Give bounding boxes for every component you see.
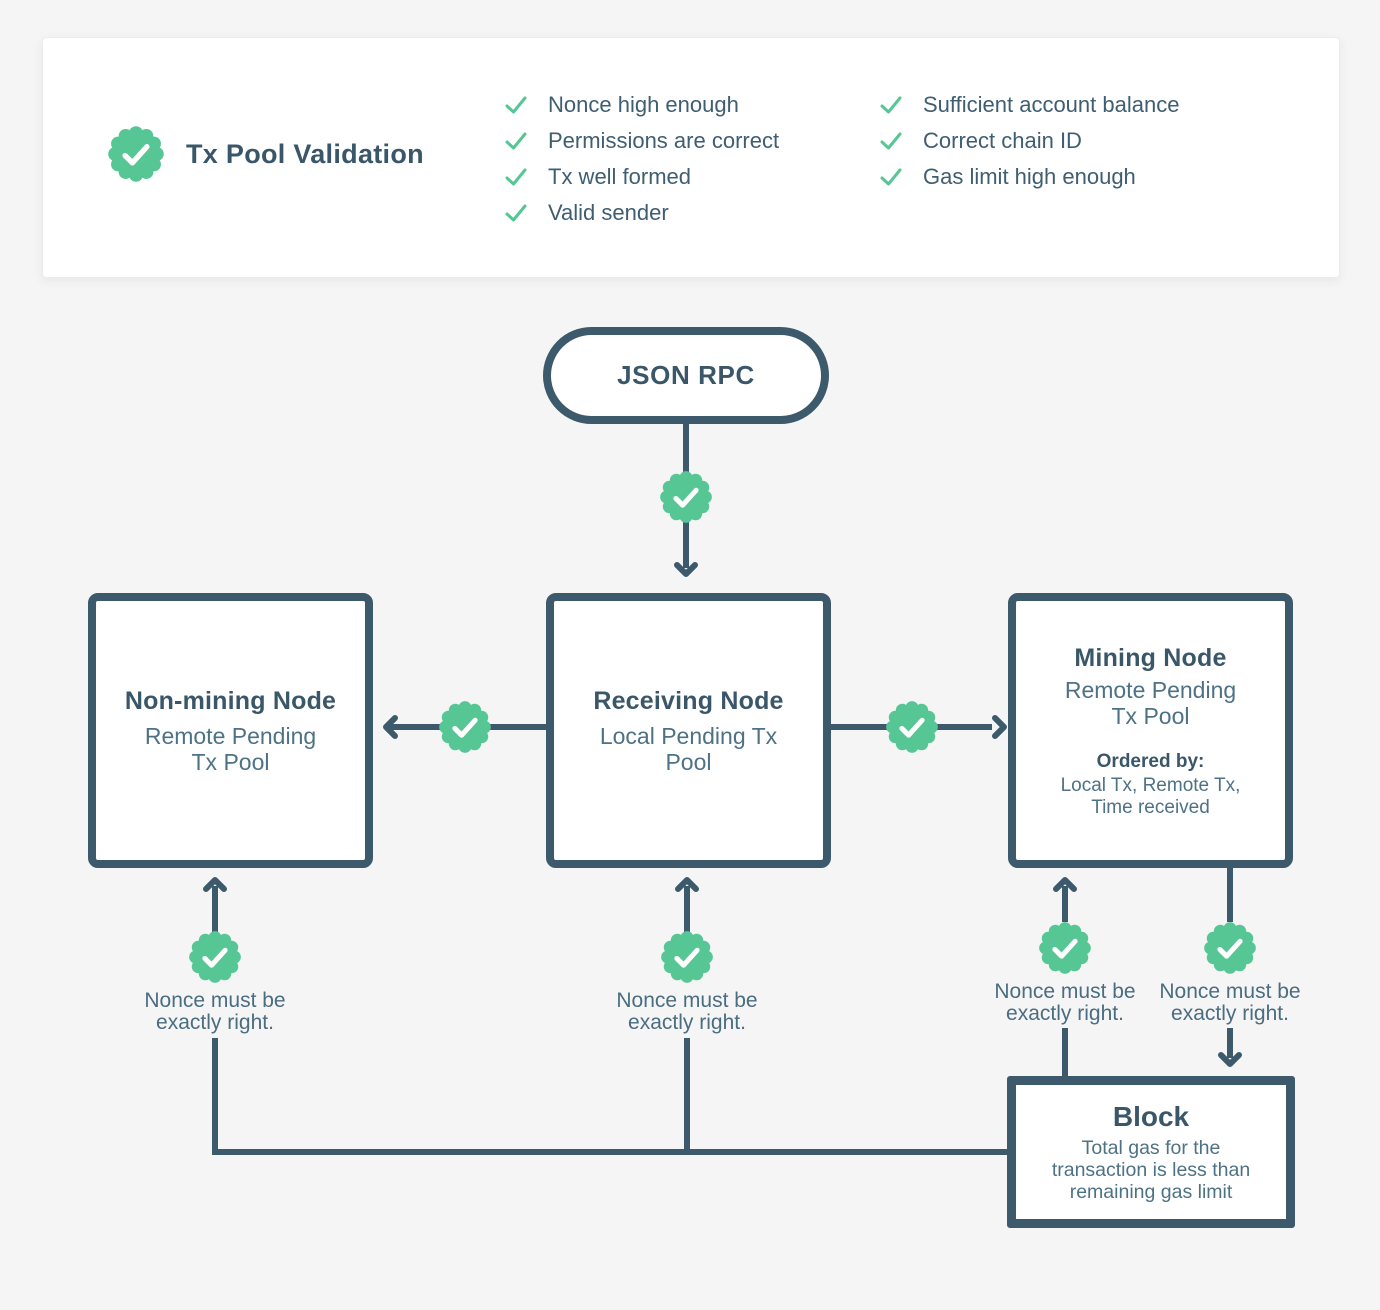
connector-up-nonmining bbox=[212, 886, 218, 932]
checklist-label: Correct chain ID bbox=[923, 128, 1082, 153]
check-icon bbox=[505, 96, 527, 114]
check-icon bbox=[880, 96, 902, 114]
validation-seal-icon bbox=[438, 700, 492, 754]
arrow-down-icon bbox=[674, 562, 698, 577]
check-icon bbox=[880, 168, 902, 186]
node-subtitle: Local Pending Tx Pool bbox=[599, 723, 778, 775]
node-title: Non-mining Node bbox=[124, 687, 337, 715]
checklist-item: Tx well formed bbox=[504, 159, 779, 195]
node-title: Mining Node bbox=[1074, 643, 1227, 672]
connector-down-nonmining bbox=[212, 1038, 218, 1155]
tx-pool-validation-legend: Tx Pool Validation Nonce high enough Per… bbox=[42, 37, 1340, 278]
arrow-right-icon bbox=[992, 715, 1007, 739]
validation-seal-icon bbox=[188, 930, 242, 984]
connector-mining-to-block-bottom bbox=[1227, 1028, 1233, 1058]
nonce-caption: Nonce must be exactly right. bbox=[1159, 980, 1301, 1025]
checklist-item: Nonce high enough bbox=[504, 87, 779, 123]
arrow-up-icon bbox=[1053, 877, 1077, 892]
arrow-left-icon bbox=[383, 715, 398, 739]
validation-seal-icon bbox=[1038, 921, 1092, 975]
block-box: Block Total gas for the transaction is l… bbox=[1007, 1076, 1295, 1228]
check-icon bbox=[505, 132, 527, 150]
checklist-label: Nonce high enough bbox=[548, 92, 739, 117]
validation-seal-icon bbox=[107, 125, 165, 183]
connector-block-to-mining bbox=[1062, 1028, 1068, 1076]
block-title: Block bbox=[1112, 1101, 1190, 1132]
ordered-by-value: Local Tx, Remote Tx, Time received bbox=[1060, 774, 1241, 818]
checklist-label: Permissions are correct bbox=[548, 128, 780, 153]
checklist-item: Sufficient account balance bbox=[879, 87, 1179, 123]
receiving-node-box: Receiving Node Local Pending Tx Pool bbox=[546, 593, 831, 868]
connector-up-mining bbox=[1062, 886, 1068, 922]
json-rpc-label: JSON RPC bbox=[617, 360, 755, 390]
checklist-label: Sufficient account balance bbox=[923, 92, 1180, 117]
validation-seal-icon bbox=[660, 930, 714, 984]
node-subtitle: Remote Pending Tx Pool bbox=[1064, 676, 1237, 729]
nonce-caption: Nonce must be exactly right. bbox=[994, 980, 1136, 1025]
node-title: Receiving Node bbox=[593, 687, 784, 715]
validation-checklist-left: Nonce high enough Permissions are correc… bbox=[504, 87, 779, 231]
nonce-caption: Nonce must be exactly right. bbox=[616, 989, 758, 1034]
legend-title: Tx Pool Validation bbox=[186, 139, 424, 169]
checklist-item: Correct chain ID bbox=[879, 123, 1179, 159]
validation-checklist-right: Sufficient account balance Correct chain… bbox=[879, 87, 1179, 195]
checklist-item: Permissions are correct bbox=[504, 123, 779, 159]
connector-down-receiving bbox=[684, 1038, 690, 1155]
check-icon bbox=[505, 168, 527, 186]
ordered-by-section: Ordered by: Local Tx, Remote Tx, Time re… bbox=[1048, 751, 1253, 819]
checklist-item: Gas limit high enough bbox=[879, 159, 1179, 195]
validation-seal-icon bbox=[885, 700, 939, 754]
checklist-item: Valid sender bbox=[504, 195, 779, 231]
checklist-label: Tx well formed bbox=[548, 164, 692, 189]
ordered-by-label: Ordered by: bbox=[1096, 750, 1205, 772]
connector-up-receiving bbox=[684, 886, 690, 932]
arrow-down-icon bbox=[1218, 1052, 1242, 1067]
non-mining-node-box: Non-mining Node Remote Pending Tx Pool bbox=[88, 593, 373, 868]
checklist-label: Gas limit high enough bbox=[923, 164, 1136, 189]
validation-seal-icon bbox=[1203, 921, 1257, 975]
checklist-label: Valid sender bbox=[548, 200, 669, 225]
arrow-up-icon bbox=[203, 877, 227, 892]
node-subtitle: Remote Pending Tx Pool bbox=[144, 723, 317, 775]
nonce-caption: Nonce must be exactly right. bbox=[144, 989, 286, 1034]
check-icon bbox=[880, 132, 902, 150]
check-icon bbox=[505, 204, 527, 222]
block-subtitle: Total gas for the transaction is less th… bbox=[1051, 1137, 1251, 1203]
connector-return-to-block bbox=[212, 1149, 1008, 1155]
connector-mining-to-block-top bbox=[1227, 866, 1233, 922]
json-rpc-node: JSON RPC bbox=[543, 327, 829, 424]
arrow-up-icon bbox=[675, 877, 699, 892]
mining-node-box: Mining Node Remote Pending Tx Pool Order… bbox=[1008, 593, 1293, 868]
validation-seal-icon bbox=[659, 470, 713, 524]
